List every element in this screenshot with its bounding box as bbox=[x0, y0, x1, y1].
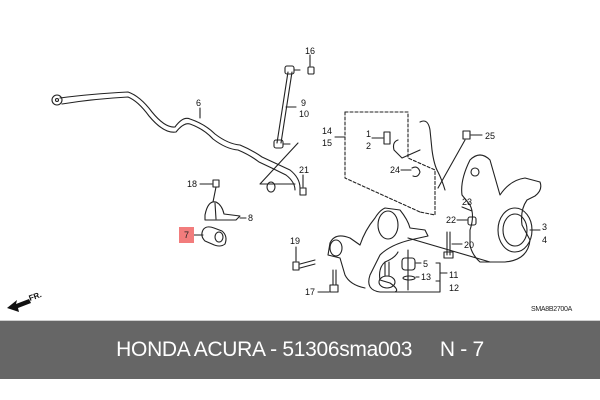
callout-17: 17 bbox=[305, 287, 316, 297]
front-label: FR. bbox=[28, 290, 43, 303]
callout-4: 4 bbox=[542, 235, 548, 245]
diagram-code-label: SMA8B2700A bbox=[531, 306, 572, 313]
callout-8: 8 bbox=[248, 213, 254, 223]
callout-11: 11 bbox=[449, 270, 459, 280]
callout-16: 16 bbox=[305, 46, 316, 56]
callout-9: 9 bbox=[301, 98, 307, 108]
callout-20: 20 bbox=[464, 240, 475, 250]
callout-19: 19 bbox=[290, 236, 301, 246]
callout-14: 14 bbox=[322, 126, 333, 136]
callout-3: 3 bbox=[542, 222, 548, 232]
callout-23: 23 bbox=[462, 197, 473, 207]
suspension-diagram-drawing bbox=[51, 54, 542, 293]
callout-1: 1 bbox=[366, 129, 372, 139]
front-direction-arrow-icon: FR. bbox=[5, 290, 65, 319]
callout-18: 18 bbox=[187, 179, 198, 189]
highlighted-part-callout-7[interactable]: 7 bbox=[179, 227, 194, 243]
part-title-banner: HONDA ACURA - 51306sma003 N - 7 bbox=[0, 320, 600, 379]
callout-13: 13 bbox=[421, 272, 432, 282]
callout-2: 2 bbox=[366, 141, 372, 151]
part-title-text: HONDA ACURA - 51306sma003 N - 7 bbox=[116, 338, 484, 361]
parts-diagram: FR. 16 6 9 10 14 15 1 2 25 24 21 18 8 23… bbox=[5, 46, 572, 319]
callout-21: 21 bbox=[299, 165, 310, 175]
callout-6: 6 bbox=[196, 98, 202, 108]
callout-25: 25 bbox=[485, 131, 496, 141]
callout-10: 10 bbox=[299, 109, 310, 119]
callout-12: 12 bbox=[449, 283, 460, 293]
callout-22: 22 bbox=[446, 215, 457, 225]
callout-24: 24 bbox=[390, 165, 401, 175]
callout-5: 5 bbox=[423, 259, 429, 269]
callout-15: 15 bbox=[322, 138, 333, 148]
